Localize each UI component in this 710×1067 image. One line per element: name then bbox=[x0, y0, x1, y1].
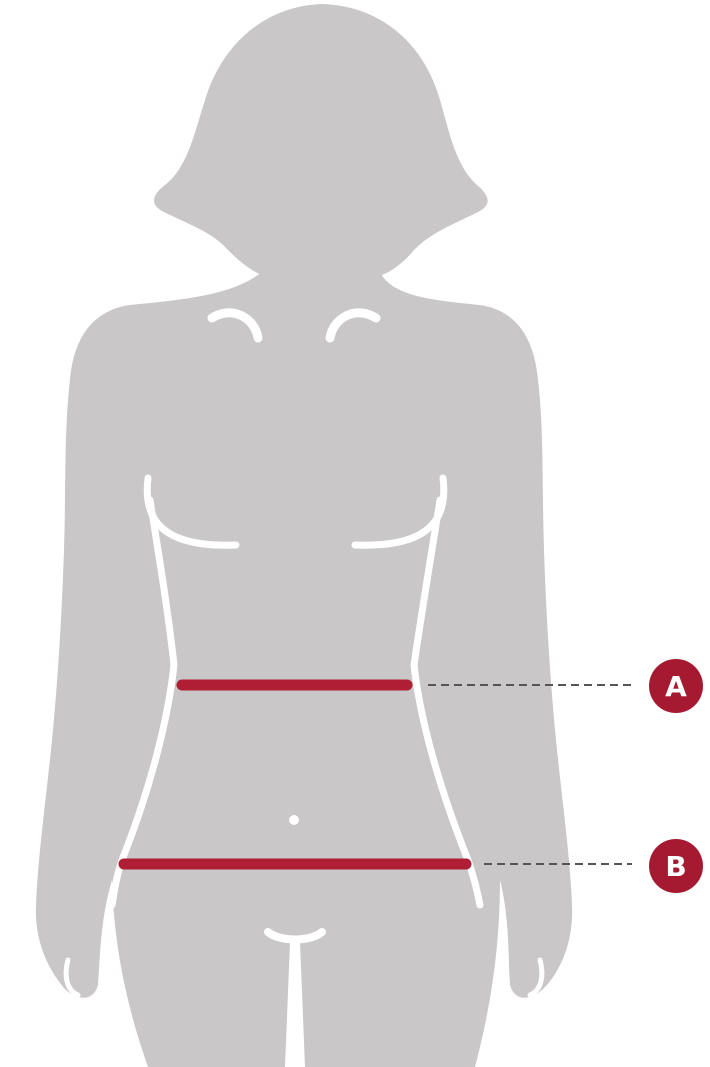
navel bbox=[289, 815, 299, 825]
torso-shape bbox=[36, 250, 572, 1067]
hair-shape bbox=[154, 4, 488, 275]
marker-a-label: A bbox=[665, 670, 687, 703]
marker-b-label: B bbox=[665, 850, 686, 883]
body-silhouette bbox=[36, 4, 572, 1067]
